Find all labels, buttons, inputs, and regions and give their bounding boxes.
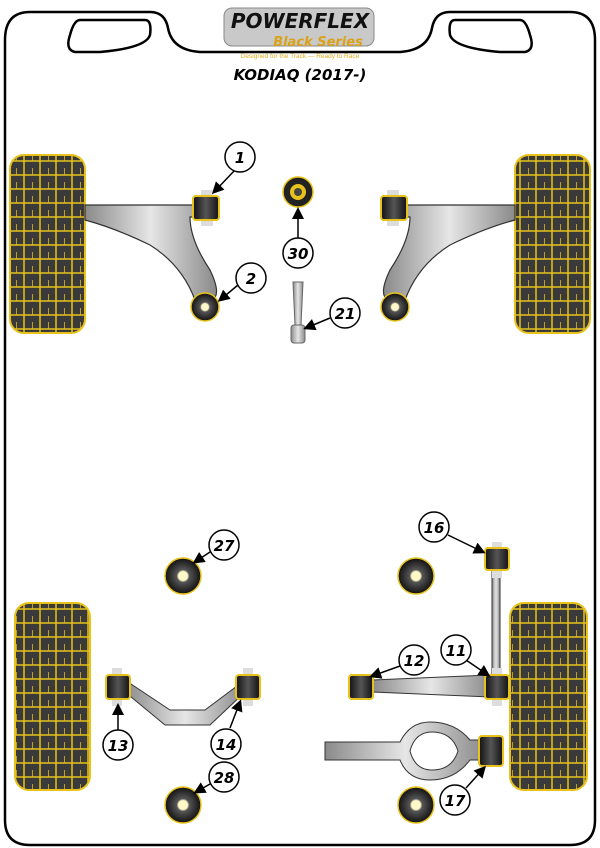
part-label-1[interactable]: 1 bbox=[224, 141, 256, 173]
leader-lines bbox=[112, 169, 491, 794]
model-title: KODIAQ (2017-) bbox=[234, 66, 367, 84]
bush-17 bbox=[478, 735, 504, 767]
svg-text:27: 27 bbox=[214, 537, 235, 555]
svg-text:21: 21 bbox=[335, 305, 356, 323]
bush-14 bbox=[235, 668, 261, 706]
svg-text:13: 13 bbox=[108, 737, 129, 755]
part-label-11[interactable]: 11 bbox=[440, 634, 472, 666]
bush-30-nut bbox=[282, 176, 314, 208]
part-label-17[interactable]: 17 bbox=[439, 784, 471, 816]
bush-27-left bbox=[164, 557, 202, 595]
svg-text:Designed for the Track — Ready: Designed for the Track — Ready to Race bbox=[241, 53, 360, 60]
part-label-14[interactable]: 14 bbox=[210, 728, 242, 760]
part-label-30[interactable]: 30 bbox=[282, 237, 314, 269]
bush-12 bbox=[348, 674, 374, 700]
svg-text:17: 17 bbox=[445, 792, 466, 810]
svg-text:POWERFLEX: POWERFLEX bbox=[231, 9, 371, 33]
bush-1-left bbox=[192, 190, 220, 226]
part-label-28[interactable]: 28 bbox=[208, 761, 240, 793]
bush-21-pin bbox=[290, 281, 306, 344]
part-label-21[interactable]: 21 bbox=[329, 297, 361, 329]
bush-2-left bbox=[190, 292, 220, 322]
part-label-2[interactable]: 2 bbox=[235, 262, 267, 294]
bush-2-right bbox=[380, 292, 410, 322]
bush-1-right bbox=[380, 190, 408, 226]
bush-28-left bbox=[164, 786, 202, 824]
part-label-12[interactable]: 12 bbox=[398, 644, 430, 676]
right-headlight bbox=[448, 18, 533, 54]
rear-left-v-arm bbox=[124, 679, 246, 726]
svg-text:16: 16 bbox=[424, 519, 445, 537]
rear-right-link bbox=[371, 674, 491, 698]
svg-text:14: 14 bbox=[216, 736, 237, 754]
bush-28-right bbox=[397, 786, 435, 824]
trailing-arm bbox=[324, 721, 486, 781]
svg-text:12: 12 bbox=[404, 652, 425, 670]
rear-right-tyre bbox=[509, 602, 588, 791]
left-headlight bbox=[67, 18, 152, 54]
bush-11 bbox=[484, 668, 510, 706]
powerflex-logo: POWERFLEX Black Series Designed for the … bbox=[223, 7, 375, 60]
part-label-16[interactable]: 16 bbox=[418, 511, 450, 543]
front-right-tyre bbox=[514, 154, 591, 334]
svg-text:1: 1 bbox=[235, 149, 245, 167]
car-body-outline bbox=[3, 10, 597, 847]
svg-text:28: 28 bbox=[214, 769, 235, 787]
svg-text:11: 11 bbox=[446, 642, 467, 660]
svg-text:30: 30 bbox=[288, 245, 309, 263]
part-label-27[interactable]: 27 bbox=[208, 529, 240, 561]
bush-27-right bbox=[397, 557, 435, 595]
bush-16 bbox=[484, 542, 510, 578]
rear-left-tyre bbox=[14, 602, 91, 791]
svg-text:2: 2 bbox=[246, 270, 256, 288]
svg-text:Black Series: Black Series bbox=[273, 35, 363, 50]
part-label-13[interactable]: 13 bbox=[102, 729, 134, 761]
bush-13 bbox=[105, 668, 131, 706]
front-left-tyre bbox=[9, 154, 86, 334]
